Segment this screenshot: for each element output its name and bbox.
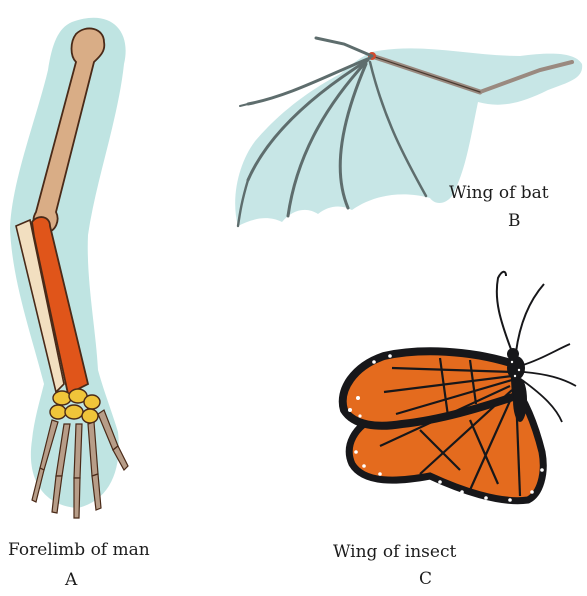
label-letter-b: B [508,211,521,231]
butterfly-wing-illustration [343,272,576,502]
label-letter-a: A [65,570,77,590]
caption-forelimb-of-man: Forelimb of man [8,540,150,560]
butterfly-head [507,348,519,360]
butterfly-antennae [497,272,544,352]
label-letter-c: C [419,569,432,589]
caption-wing-of-bat: Wing of bat [449,183,549,203]
human-forelimb-illustration [10,18,128,518]
butterfly-abdomen [513,378,527,422]
caption-wing-of-insect: Wing of insect [333,542,456,562]
